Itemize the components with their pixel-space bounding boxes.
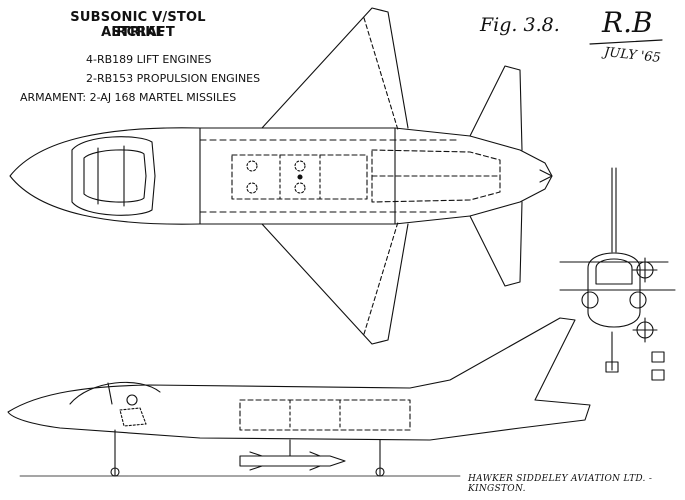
engine-bay-plan (231, 154, 368, 200)
engine-bay-side (239, 399, 411, 431)
intake-right-front (629, 291, 647, 309)
maker-caption: HAWKER SIDDELEY AVIATION LTD. - KINGSTON… (468, 474, 653, 494)
wing-lower-plan (261, 223, 409, 345)
wing-upper-plan (261, 7, 409, 129)
fuselage-outline-side (7, 317, 591, 441)
tailplane-upper (469, 65, 523, 151)
nozzle-plan (539, 169, 553, 183)
pilot-head (126, 394, 138, 406)
armament-spec: ARMAMENT: 2-AJ 168 MARTEL MISSILES (20, 91, 237, 104)
lift-engines-plan (246, 160, 306, 194)
plan-view (9, 7, 553, 345)
title-line-1: SUBSONIC V/STOL STRIKE (70, 10, 206, 40)
fuselage-front (587, 252, 641, 328)
canopy-side (69, 381, 161, 405)
canopy-front (595, 258, 633, 285)
front-view (559, 167, 676, 381)
intake-left-front (581, 291, 599, 309)
propulsion-engines-spec: 2-RB153 PROPULSION ENGINES (86, 72, 261, 85)
missile-pylon-upper (632, 257, 658, 283)
signature-underline (589, 39, 663, 45)
figure-label: Fig. 3.8. (480, 14, 560, 36)
canopy-plan (71, 136, 156, 216)
missile-side (239, 455, 346, 467)
propulsion-engines-plan (371, 149, 501, 203)
tailplane-lower (469, 201, 523, 287)
missile-pylon-lower (632, 317, 658, 343)
title-line-2: AIRCRAFT (101, 25, 175, 40)
signature-initials: R.B (602, 6, 653, 39)
side-view (7, 317, 591, 477)
lift-engines-spec: 4-RB189 LIFT ENGINES (86, 53, 212, 66)
